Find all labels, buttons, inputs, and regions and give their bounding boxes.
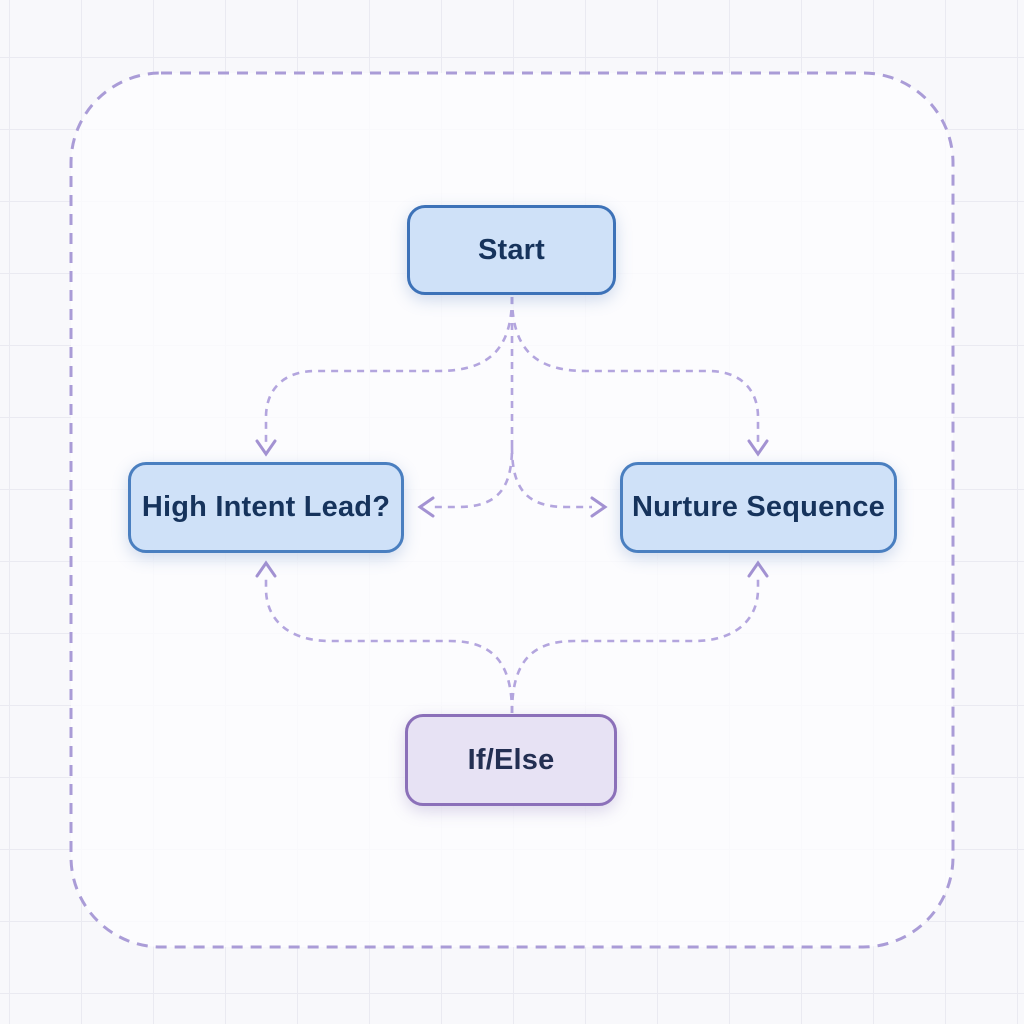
arrowhead-nurture-sequence	[747, 560, 769, 578]
node-nurture-sequence[interactable]: Nurture Sequence	[620, 462, 897, 553]
edges-group	[255, 296, 769, 714]
arrowhead-high-intent-lead	[255, 439, 277, 457]
arrowhead-high-intent-lead	[255, 560, 277, 578]
node-label-start: Start	[477, 233, 546, 266]
edge-start-to-nurture-sequence	[510, 296, 760, 443]
arrowhead-nurture-sequence-left-side	[590, 496, 608, 518]
arrowhead-high-intent-lead-right-side	[417, 496, 435, 518]
node-high-intent-lead[interactable]: High Intent Lead?	[128, 462, 404, 553]
node-label-high-intent-lead: High Intent Lead?	[141, 491, 391, 523]
edge-start-to-high-intent-lead-right-side	[433, 297, 514, 509]
flow-container-background	[71, 73, 953, 947]
flow-container-dashed-border	[69, 71, 955, 949]
edge-if-else-to-nurture-sequence	[510, 577, 760, 714]
edge-if-else-to-high-intent-lead	[264, 577, 514, 714]
node-start[interactable]: Start	[407, 205, 616, 295]
arrowhead-nurture-sequence	[747, 439, 769, 457]
node-label-nurture-sequence: Nurture Sequence	[632, 491, 885, 523]
node-if-else[interactable]: If/Else	[405, 714, 617, 806]
node-label-if-else: If/Else	[467, 743, 555, 776]
edge-start-to-nurture-sequence-left-side	[510, 446, 592, 509]
edge-start-to-high-intent-lead	[264, 296, 514, 443]
